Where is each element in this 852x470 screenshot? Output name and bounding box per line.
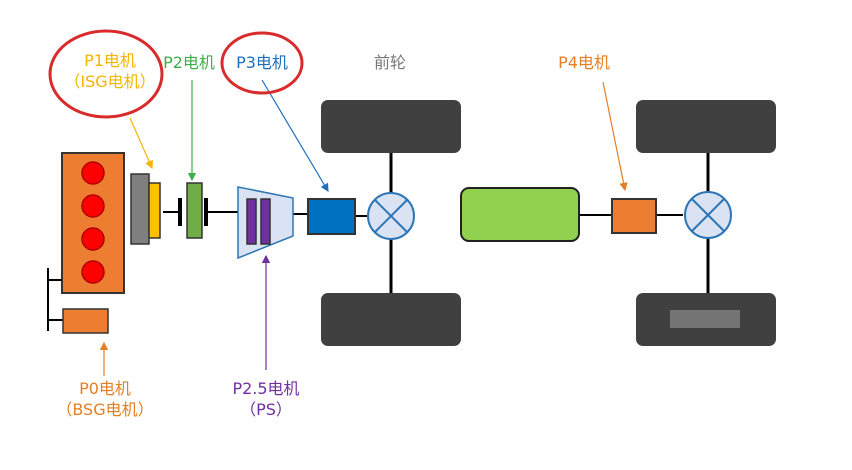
battery-pack [460,187,580,242]
p25-motor [260,198,271,245]
rear-left-wheel [636,100,776,153]
p4-pointer-arrow [602,81,628,192]
p25-label: P2.5电机 （PS） [218,378,314,420]
p0-label-line1: P0电机 [79,379,131,398]
p3-motor [307,198,356,235]
p3-label: P3电机 [236,53,288,72]
p0-label-line2: （BSG电机） [56,400,154,419]
engine-cylinder [81,260,105,284]
p1-highlight-circle [48,29,164,119]
flywheel [130,173,150,245]
p4-label: P4电机 [558,53,610,72]
clutch [178,198,208,226]
p1-label-line2: （ISG电机） [64,72,156,91]
front-wheel-label: 前轮 [373,53,406,72]
p25-motor [246,198,257,245]
p0-motor [62,308,109,334]
front-right-wheel [321,293,461,346]
p0-label: P0电机 （BSG电机） [50,378,160,420]
p3-highlight-circle [220,31,304,95]
engine [61,152,125,294]
rear-differential [684,191,732,239]
engine-cylinder [81,161,105,185]
p1-label: P1电机 （ISG电机） [58,50,162,92]
p3-pointer-arrow [261,79,329,193]
drive-shaft [163,211,683,217]
p1-pointer-arrow [129,117,153,170]
p25-label-line1: P2.5电机 [232,379,300,398]
engine-cylinder [81,194,105,218]
p25-label-line2: （PS） [240,400,292,419]
p0-belt-drive [47,268,63,331]
p1-motor [148,182,161,239]
p4-motor [611,198,657,234]
blurred-patch [670,310,740,328]
p2-motor [186,182,203,239]
engine-cylinder [81,227,105,251]
p1-label-line1: P1电机 [84,51,136,70]
front-left-wheel [321,100,461,153]
p2-label: P2电机 [163,53,215,72]
front-differential [367,192,415,240]
